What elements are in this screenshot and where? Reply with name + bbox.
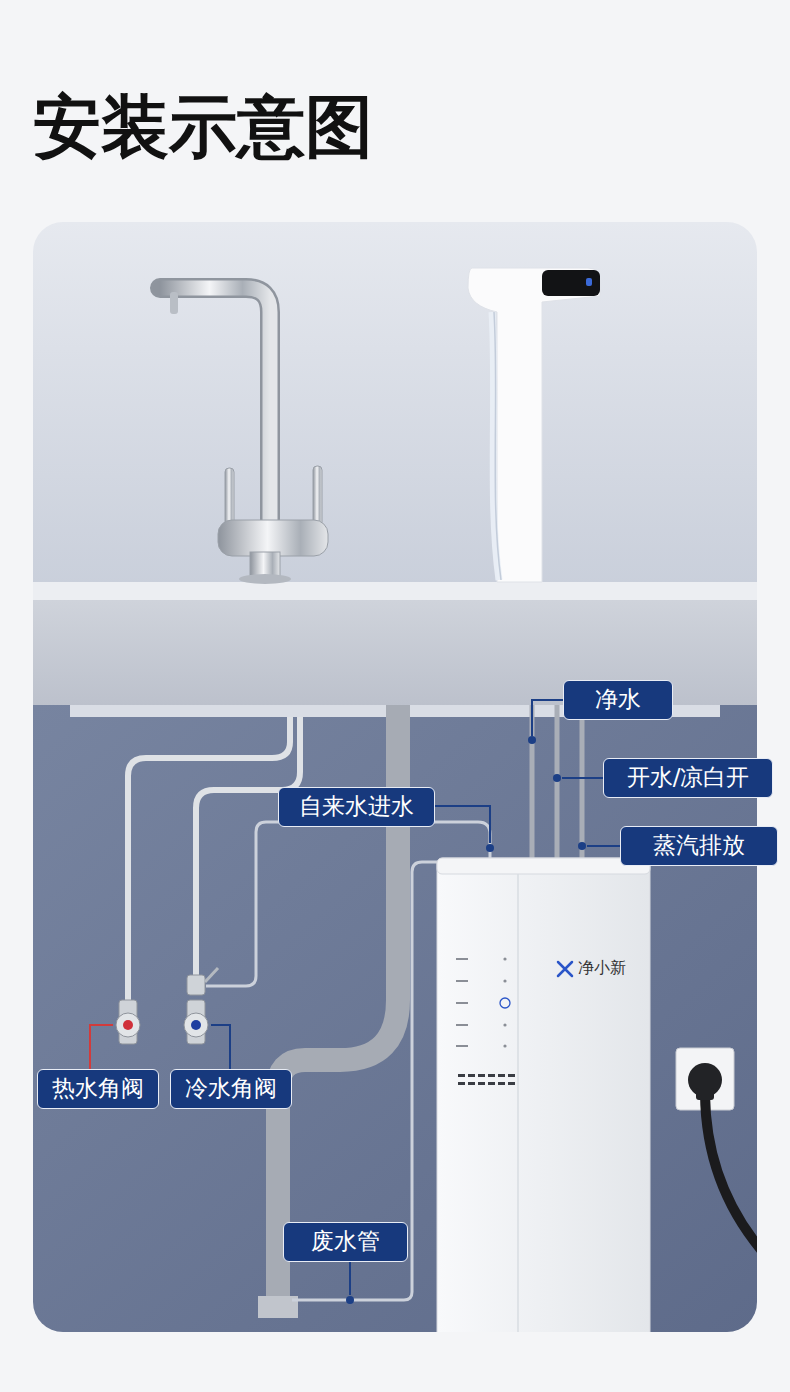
outlet-pipes: [580, 705, 585, 860]
purifier-body: [456, 1045, 468, 1047]
node-text: 开水/凉白开: [627, 764, 750, 790]
purifier-body: [508, 1082, 515, 1085]
purifier-body: [498, 1082, 505, 1085]
wall-ground: [33, 222, 757, 602]
purifier-body: [478, 1074, 485, 1077]
callout-label: 冷水角阀: [170, 1069, 292, 1109]
leader-lines: [90, 700, 630, 1295]
kitchen-faucet: [160, 288, 328, 584]
purifier-body: [437, 858, 650, 874]
hoses: [292, 862, 437, 1300]
kitchen-faucet: [160, 288, 270, 540]
purifier-body: [503, 979, 506, 982]
callout-label: 净水: [563, 680, 673, 720]
purifier-body: [456, 1002, 468, 1004]
water-dispenser: [468, 268, 600, 582]
water-dispenser: [542, 270, 600, 296]
water-dispenser: [494, 312, 501, 580]
outlet-pipes: [532, 705, 582, 860]
purifier-body: [503, 1023, 506, 1026]
leader-dots: [528, 736, 536, 744]
purifier-body: [437, 858, 650, 1332]
supply-pipes: [128, 717, 290, 1005]
countertop: [33, 582, 757, 600]
purifier-body: [468, 1074, 475, 1077]
purifier-body: [458, 1074, 515, 1085]
purifier-body: [458, 1082, 465, 1085]
purifier-body: [503, 1044, 506, 1047]
callout-label: 自来水进水: [278, 787, 435, 827]
purifier-body: [508, 1074, 515, 1077]
purifier-body: [456, 980, 468, 982]
node-text: 自来水进水: [299, 793, 414, 819]
node-text: 废水管: [311, 1228, 380, 1254]
power-socket: [705, 1094, 757, 1260]
purifier-body: [488, 1074, 495, 1077]
angle-valves: [187, 975, 205, 995]
supply-pipes: [128, 717, 300, 1005]
page-title: 安装示意图: [33, 86, 373, 168]
purifier-body: [456, 957, 507, 1047]
purifier-body: [500, 998, 510, 1008]
leader-dots: [346, 1296, 354, 1304]
angle-valves: [191, 1020, 201, 1030]
purifier-body: [437, 858, 650, 1332]
purifier-body: [488, 1082, 495, 1085]
purifier-body: [503, 957, 506, 960]
purifier-body: [558, 962, 572, 976]
node-text: 蒸汽排放: [653, 832, 745, 858]
power-socket: [676, 1048, 757, 1260]
callout-label: 热水角阀: [37, 1069, 159, 1109]
node-text: 热水角阀: [52, 1075, 144, 1101]
leader-dots: [553, 774, 561, 782]
purifier-body: [456, 1024, 468, 1026]
node-text: 冷水角阀: [185, 1075, 277, 1101]
water-dispenser: [468, 268, 600, 582]
purifier-body: [498, 1074, 505, 1077]
purifier-unit: 净小新: [437, 858, 650, 1332]
angle-valves: [116, 968, 218, 1044]
outlet-pipes: [555, 705, 560, 860]
purifier-body: [468, 1082, 475, 1085]
node-text: 净水: [595, 686, 641, 712]
leader-dots: [486, 844, 494, 852]
purifier-body: [458, 1074, 465, 1077]
callout-label: 开水/凉白开: [603, 758, 773, 798]
kitchen-faucet: [218, 520, 328, 556]
water-dispenser: [586, 278, 592, 286]
callout-label: 废水管: [283, 1222, 408, 1262]
angle-valves: [205, 968, 218, 982]
angle-valves: [123, 1020, 133, 1030]
angle-valves: [116, 1013, 140, 1037]
purifier-body: [478, 1082, 485, 1085]
supply-pipes: [196, 717, 300, 978]
scene: [33, 222, 757, 1332]
purifier-body: [456, 958, 468, 960]
callout-label: 蒸汽排放: [620, 826, 778, 866]
node-text: 净小新: [578, 958, 626, 979]
kitchen-faucet: [160, 288, 270, 540]
leader-dots: [578, 842, 586, 850]
angle-valves: [184, 1013, 208, 1037]
kitchen-faucet: [170, 292, 178, 314]
power-socket: [696, 1088, 714, 1100]
purifier-body: [517, 874, 519, 1332]
kitchen-faucet: [239, 574, 291, 584]
